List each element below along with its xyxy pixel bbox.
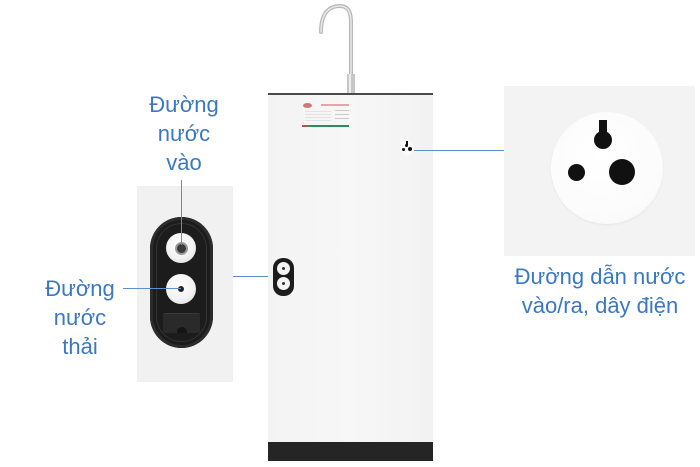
connector-line-side-port [414,150,504,151]
rear-port-on-cabinet-icon [273,258,294,296]
drain-fitting-icon [166,274,196,304]
brand-logo-icon [303,103,312,108]
connector-line-to-cabinet-port [233,276,273,277]
cabinet-base [268,442,433,461]
connector-line-drain [123,288,181,289]
label-water-inlet: Đường nước vào [138,90,230,177]
label-side-port: Đường dẫn nước vào/ra, dây điện [500,262,700,320]
label-line: nước [53,305,107,330]
label-water-drain: Đường nước thải [40,274,120,361]
latch-clip [163,313,200,333]
label-line: vào [166,150,202,175]
product-label-sticker [301,100,351,128]
side-port-icon [400,141,414,155]
label-line: Đường dẫn nước [514,264,686,289]
label-line: thải [62,334,98,359]
inset-side-port-closeup [504,86,695,256]
label-line: vào/ra, dây điện [521,293,679,318]
label-line: nước [157,121,211,146]
faucet-icon [319,4,355,93]
inset-rear-ports-closeup [137,186,233,382]
connector-line-inlet [181,180,182,245]
port-disc-icon [551,112,663,224]
label-line: Đường [149,92,219,117]
label-line: Đường [45,276,115,301]
